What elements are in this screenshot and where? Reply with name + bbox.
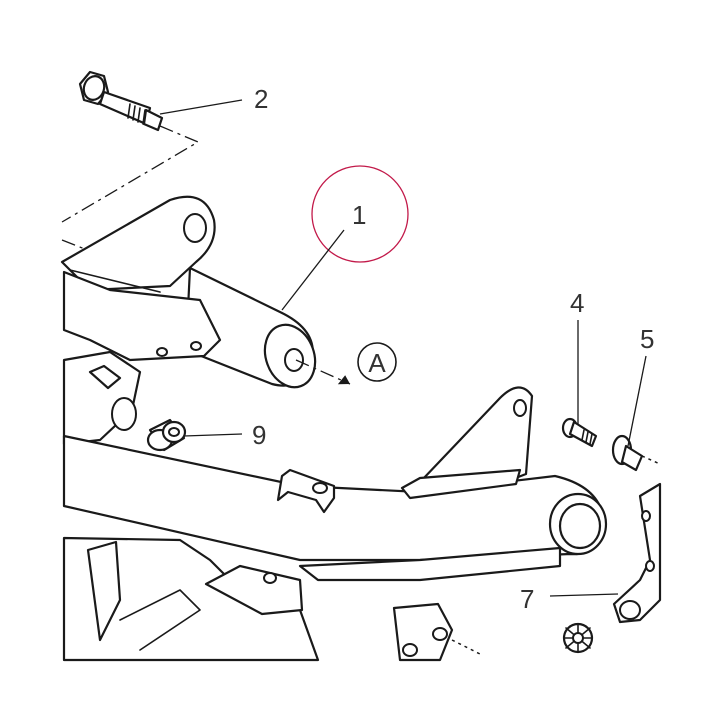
nut-part [562,622,594,654]
view-direction-arrow: A [295,342,397,385]
bolt-part-2 [78,70,164,132]
callout-label-4: 4 [570,288,584,318]
callout-label-7: 7 [520,584,534,614]
assembly-axis-line [61,125,200,223]
rear-mount-plate [400,386,534,500]
view-marker-circle [357,342,397,382]
spacer-tube-part-1 [184,266,317,389]
callout-label-2: 2 [254,84,268,114]
flanged-spacer-part-5 [611,434,661,472]
lower-frame-structure [62,536,562,662]
bracket-part-7 [612,482,662,624]
callout-label-5: 5 [640,324,654,354]
highlight-circle [311,165,409,263]
upper-mount-bracket [60,195,216,293]
leader-line-5 [627,355,647,447]
callout-label-1: 1 [352,200,366,230]
leader-line-1 [281,229,345,311]
frame-tab [276,468,336,514]
bushing-part-9 [146,418,187,452]
callout-label-9: 9 [252,420,266,450]
screw-part-4 [561,417,598,448]
leader-line-2 [159,99,243,115]
leader-line-9 [183,433,243,437]
view-marker-label: A [368,348,386,378]
leader-line-7 [549,593,619,597]
